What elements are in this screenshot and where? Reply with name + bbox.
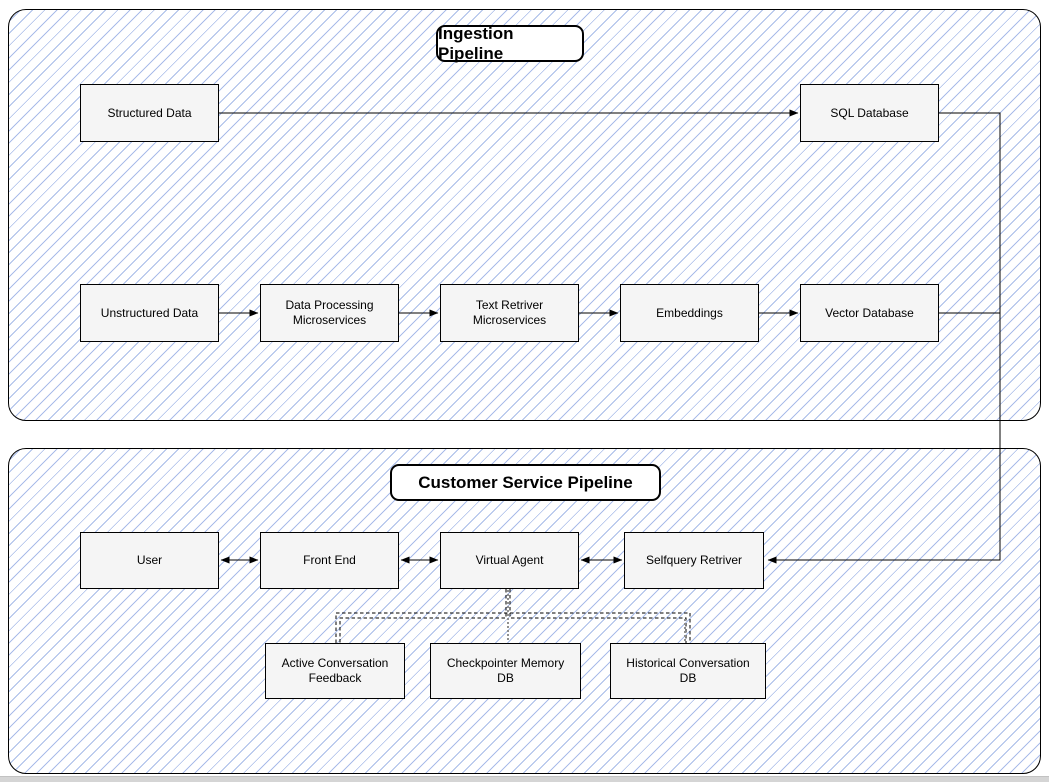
node-label: Structured Data [107,105,192,120]
node-vector-database[interactable]: Vector Database [800,284,939,342]
ingestion-pipeline-title[interactable]: Ingestion Pipeline [436,23,584,63]
node-label: Virtual Agent [475,553,544,567]
node-label: Data Processing Microservices [285,298,374,327]
node-active-conversation-feedback[interactable]: Active Conversation Feedback [265,643,405,699]
node-embeddings[interactable]: Embeddings [620,284,759,342]
node-label: Checkpointer Memory DB [446,656,565,685]
node-label: SQL Database [830,105,909,120]
node-label: Historical Conversation DB [626,656,750,685]
node-checkpointer-memory-db[interactable]: Checkpointer Memory DB [430,643,581,699]
node-text-retriver-microservices[interactable]: Text Retriver Microservices [440,284,579,342]
ingestion-pipeline-title-label: Ingestion Pipeline [438,23,514,63]
node-label: Text Retriver Microservices [472,298,547,327]
node-label: Selfquery Retriver [645,553,743,567]
node-label: Active Conversation Feedback [281,656,389,685]
node-selfquery-retriver[interactable]: Selfquery Retriver [624,532,764,589]
container-ingestion-pipeline[interactable] [8,9,1041,421]
node-label: Front End [303,553,356,567]
node-structured-data[interactable]: Structured Data [80,84,219,142]
node-label: Unstructured Data [100,305,199,320]
node-user[interactable]: User [80,532,219,589]
customer-service-pipeline-title[interactable]: Customer Service Pipeline [390,464,661,501]
horizontal-scrollbar[interactable] [0,776,1049,782]
node-sql-database[interactable]: SQL Database [800,84,939,142]
node-label: Embeddings [656,305,723,320]
customer-service-pipeline-title-label: Customer Service Pipeline [418,472,633,492]
node-data-processing-microservices[interactable]: Data Processing Microservices [260,284,399,342]
node-label: Vector Database [825,305,914,320]
node-front-end[interactable]: Front End [260,532,399,589]
node-historical-conversation-db[interactable]: Historical Conversation DB [610,643,766,699]
node-label: User [136,553,163,567]
node-virtual-agent[interactable]: Virtual Agent [440,532,579,589]
node-unstructured-data[interactable]: Unstructured Data [80,284,219,342]
